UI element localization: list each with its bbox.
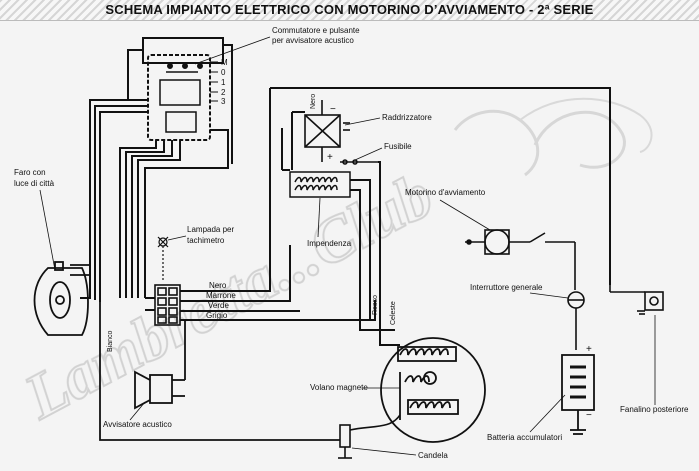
interruttore-generale [567,291,585,350]
wire-label-marrone: Marrone [206,291,236,300]
wire-label-grigio: Grigio [206,311,228,320]
wire-harness-left [80,44,233,302]
commutatore-switch [142,37,224,141]
motorino-label: Motorino d'avviamento [405,188,486,197]
wire-label-nero: Nero [209,281,227,290]
batteria-label: Batteria accumulatori [487,433,562,442]
minus-sign: − [330,104,336,115]
plus-sign: + [327,152,333,163]
faro-label-line2: luce di città [14,179,55,188]
switch-position-m: M [221,58,228,67]
interruttore-leader [529,292,569,299]
avvisatore-horn [99,300,340,441]
lampada-label-line2: tachimetro [187,236,225,245]
rosso-label: Rosso [372,295,379,315]
fusibile-label: Fusibile [384,142,412,151]
battery-plus: + [586,344,592,355]
batteria-leader [529,394,566,433]
switch-position-1: 1 [221,78,226,87]
impendenza-label: Impendenza [307,239,352,248]
candela-leader [351,447,417,456]
battery-minus: − [586,410,592,421]
avvisatore-leader [129,401,146,421]
celeste-label: Celeste [390,301,397,325]
page-title: SCHEMA IMPIANTO ELETTRICO CON MOTORINO D… [105,2,594,17]
fanalino-tail-lamp [609,285,664,315]
title-bar: SCHEMA IMPIANTO ELETTRICO CON MOTORINO D… [0,0,699,21]
impendenza-coil [289,171,351,198]
terminal-block [154,284,181,326]
fanalino-label: Fanalino posteriore [620,405,689,414]
candela-label: Candela [418,451,448,460]
nero-top-label: Nero [310,94,317,109]
fusibile-fuse [340,159,378,165]
commutatore-label-line1: Commutatore e pulsante [272,26,360,35]
motorino-starter [465,229,576,290]
volano-magnete [380,337,486,443]
avvisatore-label: Avvisatore acustico [103,420,172,429]
lampada-label-line1: Lampada per [187,225,234,234]
lampada-leader [167,235,187,241]
faro-leader [39,189,56,271]
impendenza-leader [317,197,321,238]
motorino-leader [439,199,491,231]
switch-position-0: 0 [221,68,226,77]
rectifier-wiring [269,87,611,346]
faro-label-line1: Faro con [14,168,46,177]
batteria-battery [561,354,595,435]
raddrizzatore-leader [344,117,381,126]
bianco-label: Bianco [107,330,114,352]
wire-label-verde: Verde [208,301,229,310]
tachometer-lamp [157,236,169,280]
switch-position-3: 3 [221,97,226,106]
raddrizzatore-label: Raddrizzatore [382,113,432,122]
candela-spark-plug [338,414,401,459]
faro-headlight [33,261,90,336]
interruttore-label: Interruttore generale [470,283,543,292]
bus-wires [145,230,376,321]
raddrizzatore-rectifier [304,100,350,162]
commutatore-label-line2: per avvisatore acustico [272,36,354,45]
fusibile-leader [354,147,383,161]
switch-position-2: 2 [221,88,226,97]
volano-label: Volano magnete [310,383,368,392]
